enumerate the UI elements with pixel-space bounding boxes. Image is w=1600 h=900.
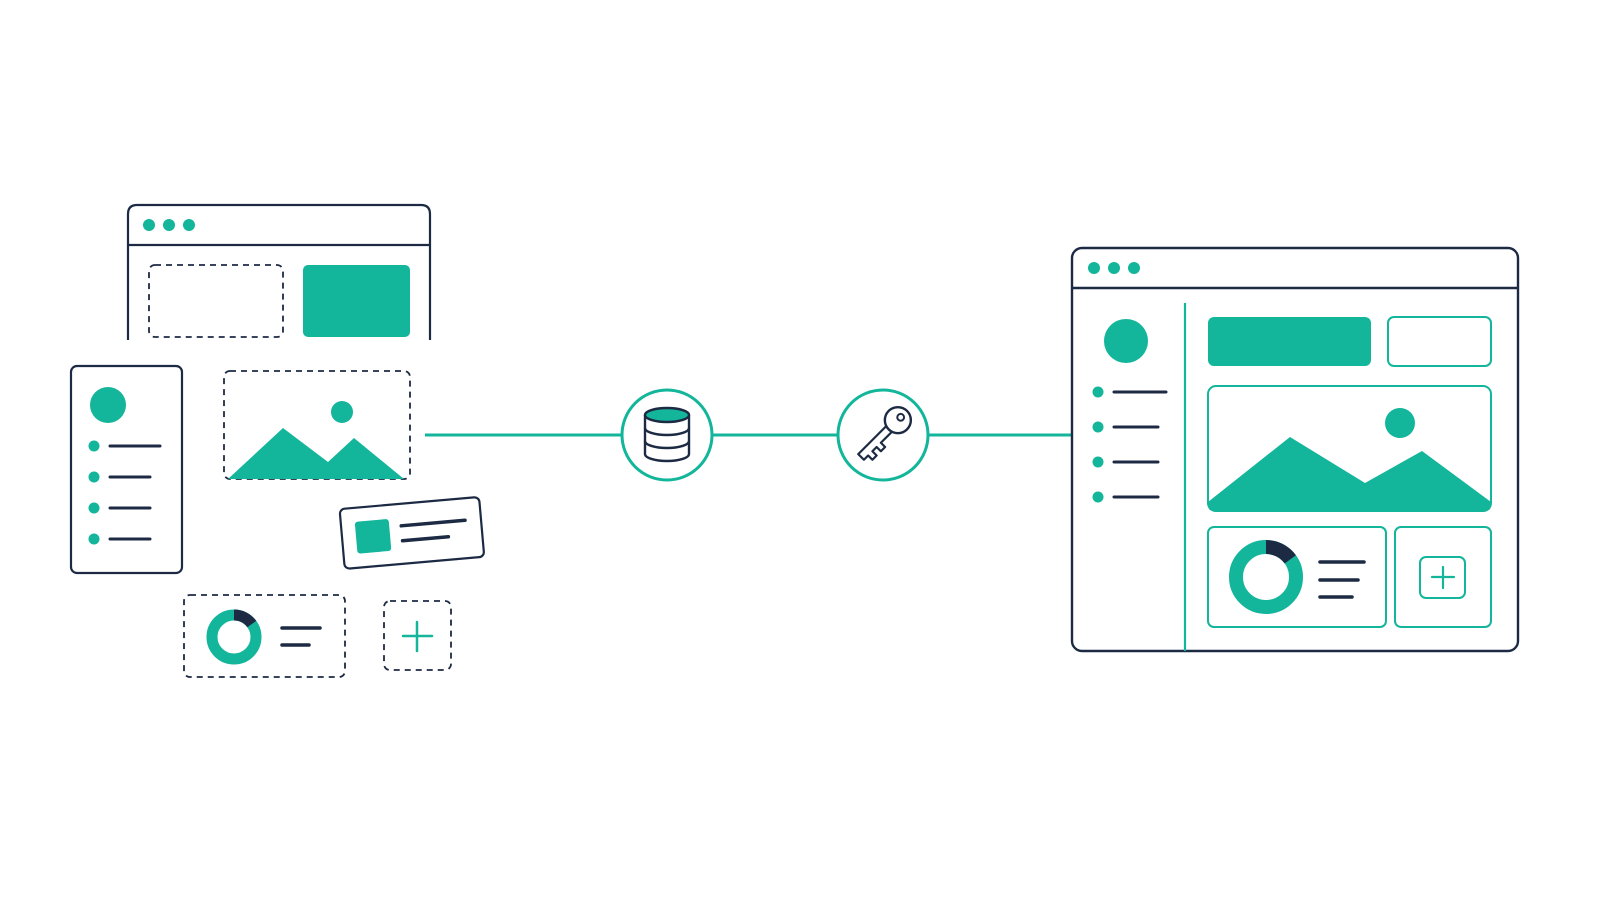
sun-circle	[331, 401, 353, 423]
source-browser-window	[126, 203, 432, 340]
list-item	[1092, 456, 1160, 468]
source-add-card	[383, 600, 452, 671]
add-panel	[1394, 526, 1492, 628]
donut-chart-icon	[1229, 540, 1303, 614]
list-item	[88, 502, 152, 514]
list-item	[88, 440, 162, 452]
key-node	[836, 388, 930, 482]
list-item	[1092, 491, 1160, 503]
window-dots	[143, 219, 195, 231]
thumbnail-block	[354, 519, 392, 554]
source-sidebar-card	[69, 364, 184, 575]
source-tilted-card	[338, 496, 485, 570]
window-dot	[183, 219, 195, 231]
outline-block	[1387, 316, 1492, 367]
filled-block	[303, 265, 410, 337]
list-item	[88, 533, 152, 545]
avatar	[90, 387, 126, 423]
window-dots	[1088, 262, 1140, 274]
list-item	[1092, 386, 1168, 398]
mountain-image-icon	[1208, 437, 1491, 511]
source-components	[69, 203, 485, 678]
source-donut-card	[183, 594, 346, 678]
key-icon	[857, 405, 913, 461]
list-item	[88, 471, 152, 483]
window-dot	[1108, 262, 1120, 274]
avatar	[1104, 319, 1148, 363]
sidebar-list	[1092, 386, 1168, 503]
donut-chart-icon	[206, 609, 262, 665]
sun-circle	[1385, 408, 1415, 438]
sidebar-list	[88, 440, 162, 545]
filled-block	[1208, 317, 1371, 366]
list-item	[1092, 421, 1160, 433]
donut-panel	[1207, 526, 1387, 628]
window-dot	[143, 219, 155, 231]
window-dot	[163, 219, 175, 231]
plus-icon	[1430, 565, 1456, 590]
database-node	[620, 388, 714, 482]
assembled-dashboard-window	[1070, 246, 1520, 653]
mountain-image-icon	[228, 428, 404, 479]
window-dot	[1088, 262, 1100, 274]
empty-placeholder-block	[148, 264, 284, 338]
plus-icon	[401, 620, 434, 653]
database-icon	[643, 406, 691, 463]
source-image-widget	[223, 370, 411, 480]
image-panel	[1207, 385, 1492, 512]
window-dot	[1128, 262, 1140, 274]
